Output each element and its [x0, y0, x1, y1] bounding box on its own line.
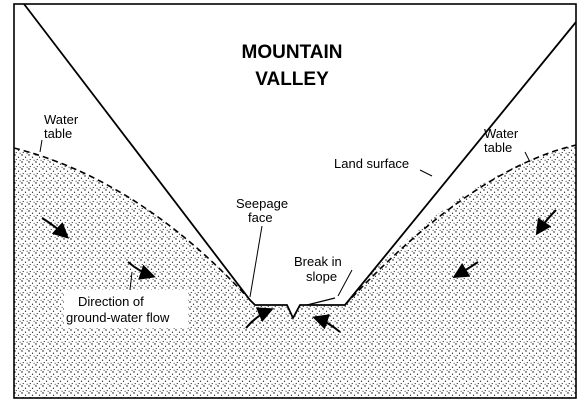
- label-flow-direction-1: Direction of: [78, 294, 144, 309]
- label-flow-direction-2: ground-water flow: [66, 310, 170, 325]
- flow-arrow-right-lower: [452, 261, 479, 279]
- label-water-table-left-1: Water: [44, 112, 79, 127]
- land-surface-step: [306, 297, 336, 306]
- title-line-2: VALLEY: [255, 69, 329, 90]
- label-seepage-face-1: Seepage: [236, 196, 288, 211]
- flow-arrow-valley-right: [312, 314, 341, 333]
- flow-arrow-left-lower: [127, 261, 156, 280]
- leader-flow-direction: [129, 271, 133, 291]
- flow-label-backdrop: [64, 290, 188, 328]
- label-water-table-right-1: Water: [484, 126, 519, 141]
- leader-water-table-left: [39, 139, 43, 153]
- label-break-in-slope-1: Break in: [294, 254, 342, 269]
- saturated-zone: [14, 145, 576, 398]
- break-label-backdrop: [292, 252, 350, 286]
- diagram-frame: [13, 3, 577, 399]
- label-water-table-right-2: table: [484, 140, 512, 155]
- label-water-table-left-2: table: [44, 126, 72, 141]
- land-surface-line: [23, 3, 577, 321]
- water-table-left: [13, 147, 251, 301]
- leader-seepage-face: [249, 225, 263, 298]
- flow-arrow-left-upper: [41, 217, 69, 239]
- flow-arrow-right-upper: [535, 209, 557, 236]
- title-line-1: MOUNTAIN: [242, 42, 343, 63]
- water-table-right: [344, 144, 577, 306]
- leader-land-surface: [419, 169, 433, 177]
- flow-arrow-valley-left: [245, 307, 274, 329]
- leader-break-in-slope: [337, 269, 353, 297]
- label-break-in-slope-2: slope: [306, 269, 337, 284]
- seepage-label-backdrop: [232, 193, 290, 227]
- label-land-surface: Land surface: [334, 156, 409, 171]
- label-seepage-face-2: face: [248, 210, 273, 225]
- leader-water-table-right: [524, 151, 531, 163]
